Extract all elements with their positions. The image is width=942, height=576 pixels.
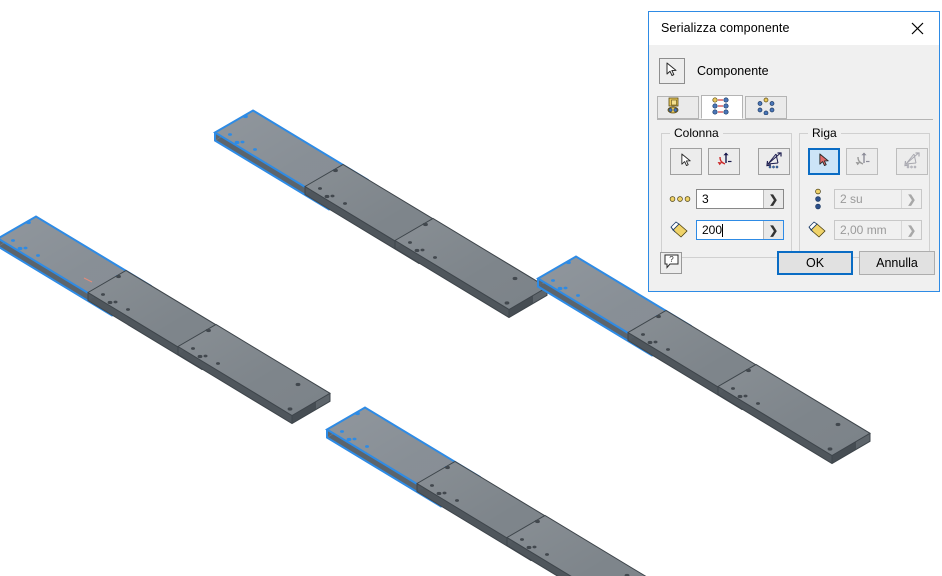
colonna-spacing-stepper[interactable]: ❯ — [763, 221, 783, 239]
pointer-icon — [665, 62, 679, 80]
svg-text:?: ? — [669, 255, 674, 264]
pointer-icon — [680, 153, 693, 170]
riga-count-row: 2 su ❯ — [806, 188, 922, 210]
tab-linear-pattern[interactable] — [657, 96, 699, 119]
pattern-type-tabs — [657, 95, 933, 120]
part-instance[interactable] — [394, 218, 548, 318]
help-button[interactable]: ? — [660, 252, 682, 274]
component-label: Componente — [697, 64, 769, 78]
riga-count-stepper[interactable]: ❯ — [901, 190, 921, 208]
help-question-icon: ? — [664, 254, 679, 272]
colonna-mode-buttons — [670, 148, 790, 175]
colonna-count-value: 3 — [702, 192, 709, 206]
cancel-button[interactable]: Annulla — [859, 251, 935, 275]
ok-button[interactable]: OK — [777, 251, 853, 275]
riga-spacing-stepper[interactable]: ❯ — [901, 221, 921, 239]
riga-spacing-row: 2,00 mm ❯ — [806, 220, 922, 240]
dialog-title: Serializza componente — [661, 21, 790, 35]
text-caret — [722, 223, 724, 237]
colonna-fit-pattern-button[interactable] — [758, 148, 790, 175]
part-group-left[interactable] — [0, 215, 331, 424]
circular-pattern-icon — [754, 97, 778, 118]
close-button[interactable] — [895, 12, 939, 44]
part-group-bottom[interactable] — [326, 406, 660, 576]
riga-spacing-value: 2,00 mm — [840, 223, 887, 237]
component-select-button[interactable] — [659, 58, 685, 84]
component-selection-row: Componente — [659, 58, 769, 84]
riga-count-input[interactable]: 2 su ❯ — [834, 189, 922, 209]
pointer-icon — [818, 153, 831, 170]
riga-spacing-input[interactable]: 2,00 mm ❯ — [834, 220, 922, 240]
grid-pattern-icon — [710, 96, 734, 118]
riga-group: Riga — [799, 126, 930, 258]
fit-pattern-icon — [903, 151, 921, 172]
riga-fit-pattern-button[interactable] — [896, 148, 928, 175]
colonna-reverse-direction-button[interactable] — [708, 148, 740, 175]
dialog-titlebar[interactable]: Serializza componente — [649, 12, 939, 45]
instance-count-icon — [668, 189, 692, 209]
linear-pattern-icon — [666, 97, 690, 118]
instance-count-icon — [806, 188, 830, 210]
tab-grid-pattern[interactable] — [701, 95, 743, 119]
colonna-legend: Colonna — [670, 126, 723, 140]
colonna-spacing-value: 200 — [702, 223, 723, 237]
spacing-icon — [668, 220, 692, 240]
riga-count-value: 2 su — [840, 192, 863, 206]
part-instance[interactable] — [717, 364, 871, 464]
flip-direction-icon — [715, 152, 733, 171]
colonna-direction-select-button[interactable] — [670, 148, 702, 175]
riga-legend: Riga — [808, 126, 841, 140]
colonna-count-input[interactable]: 3 ❯ — [696, 189, 784, 209]
dialog-body: Componente — [649, 45, 939, 291]
colonna-spacing-input[interactable]: 200 ❯ — [696, 220, 784, 240]
part-group-top[interactable] — [214, 109, 548, 318]
part-instance[interactable] — [177, 324, 331, 424]
serialize-component-dialog: Serializza componente Componente — [648, 11, 940, 292]
colonna-count-row: 3 ❯ — [668, 189, 784, 209]
colonna-count-stepper[interactable]: ❯ — [763, 190, 783, 208]
riga-mode-buttons — [808, 148, 928, 175]
riga-direction-select-button[interactable] — [808, 148, 840, 175]
colonna-spacing-row: 200 ❯ — [668, 220, 784, 240]
flip-direction-icon — [853, 152, 871, 171]
spacing-icon — [806, 220, 830, 240]
colonna-group: Colonna — [661, 126, 792, 258]
close-icon — [911, 22, 924, 35]
part-instance[interactable] — [506, 515, 660, 576]
dialog-footer: ? OK Annulla — [649, 245, 939, 291]
riga-reverse-direction-button[interactable] — [846, 148, 878, 175]
tab-circular-pattern[interactable] — [745, 96, 787, 119]
fit-pattern-icon — [765, 151, 783, 172]
